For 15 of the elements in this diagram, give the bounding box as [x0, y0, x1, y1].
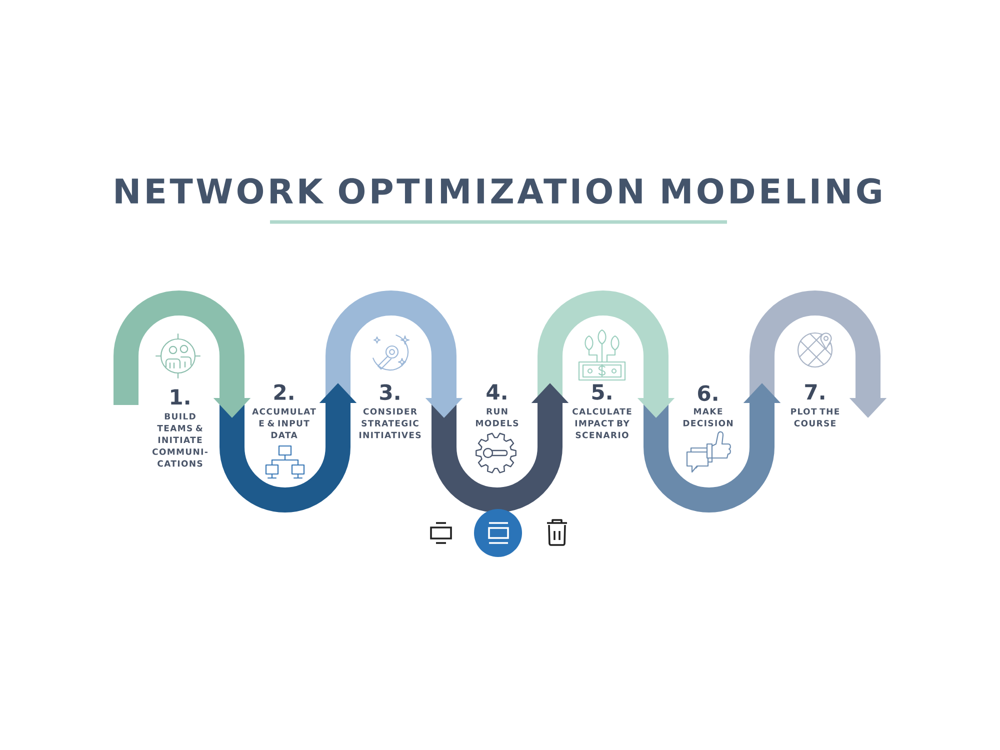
step-number: 4.	[486, 384, 506, 400]
step-title: BUILD TEAMS & INITIATE COMMUNI- CATIONS	[152, 413, 208, 467]
step-title: CONSIDER STRATEGIC INITIATIVES	[360, 408, 421, 438]
step-number: 5.	[592, 384, 612, 400]
step-title: MAKE DECISION	[683, 408, 733, 426]
step-title: PLOT THE COURSE	[791, 408, 840, 426]
step-number: 7.	[805, 384, 824, 400]
step-title: RUN MODELS	[476, 408, 518, 426]
step-number: 6.	[698, 385, 718, 402]
step-number: 1.	[171, 389, 190, 405]
step-number: 3.	[380, 384, 400, 400]
step-title: CALCULATE IMPACT BY SCENARIO	[572, 408, 632, 438]
step-title: ACCUMULAT E & INPUT DATA	[252, 408, 316, 438]
title: NETWORK OPTIMIZATION MODELING	[116, 178, 881, 204]
step-number: 2.	[274, 384, 294, 400]
